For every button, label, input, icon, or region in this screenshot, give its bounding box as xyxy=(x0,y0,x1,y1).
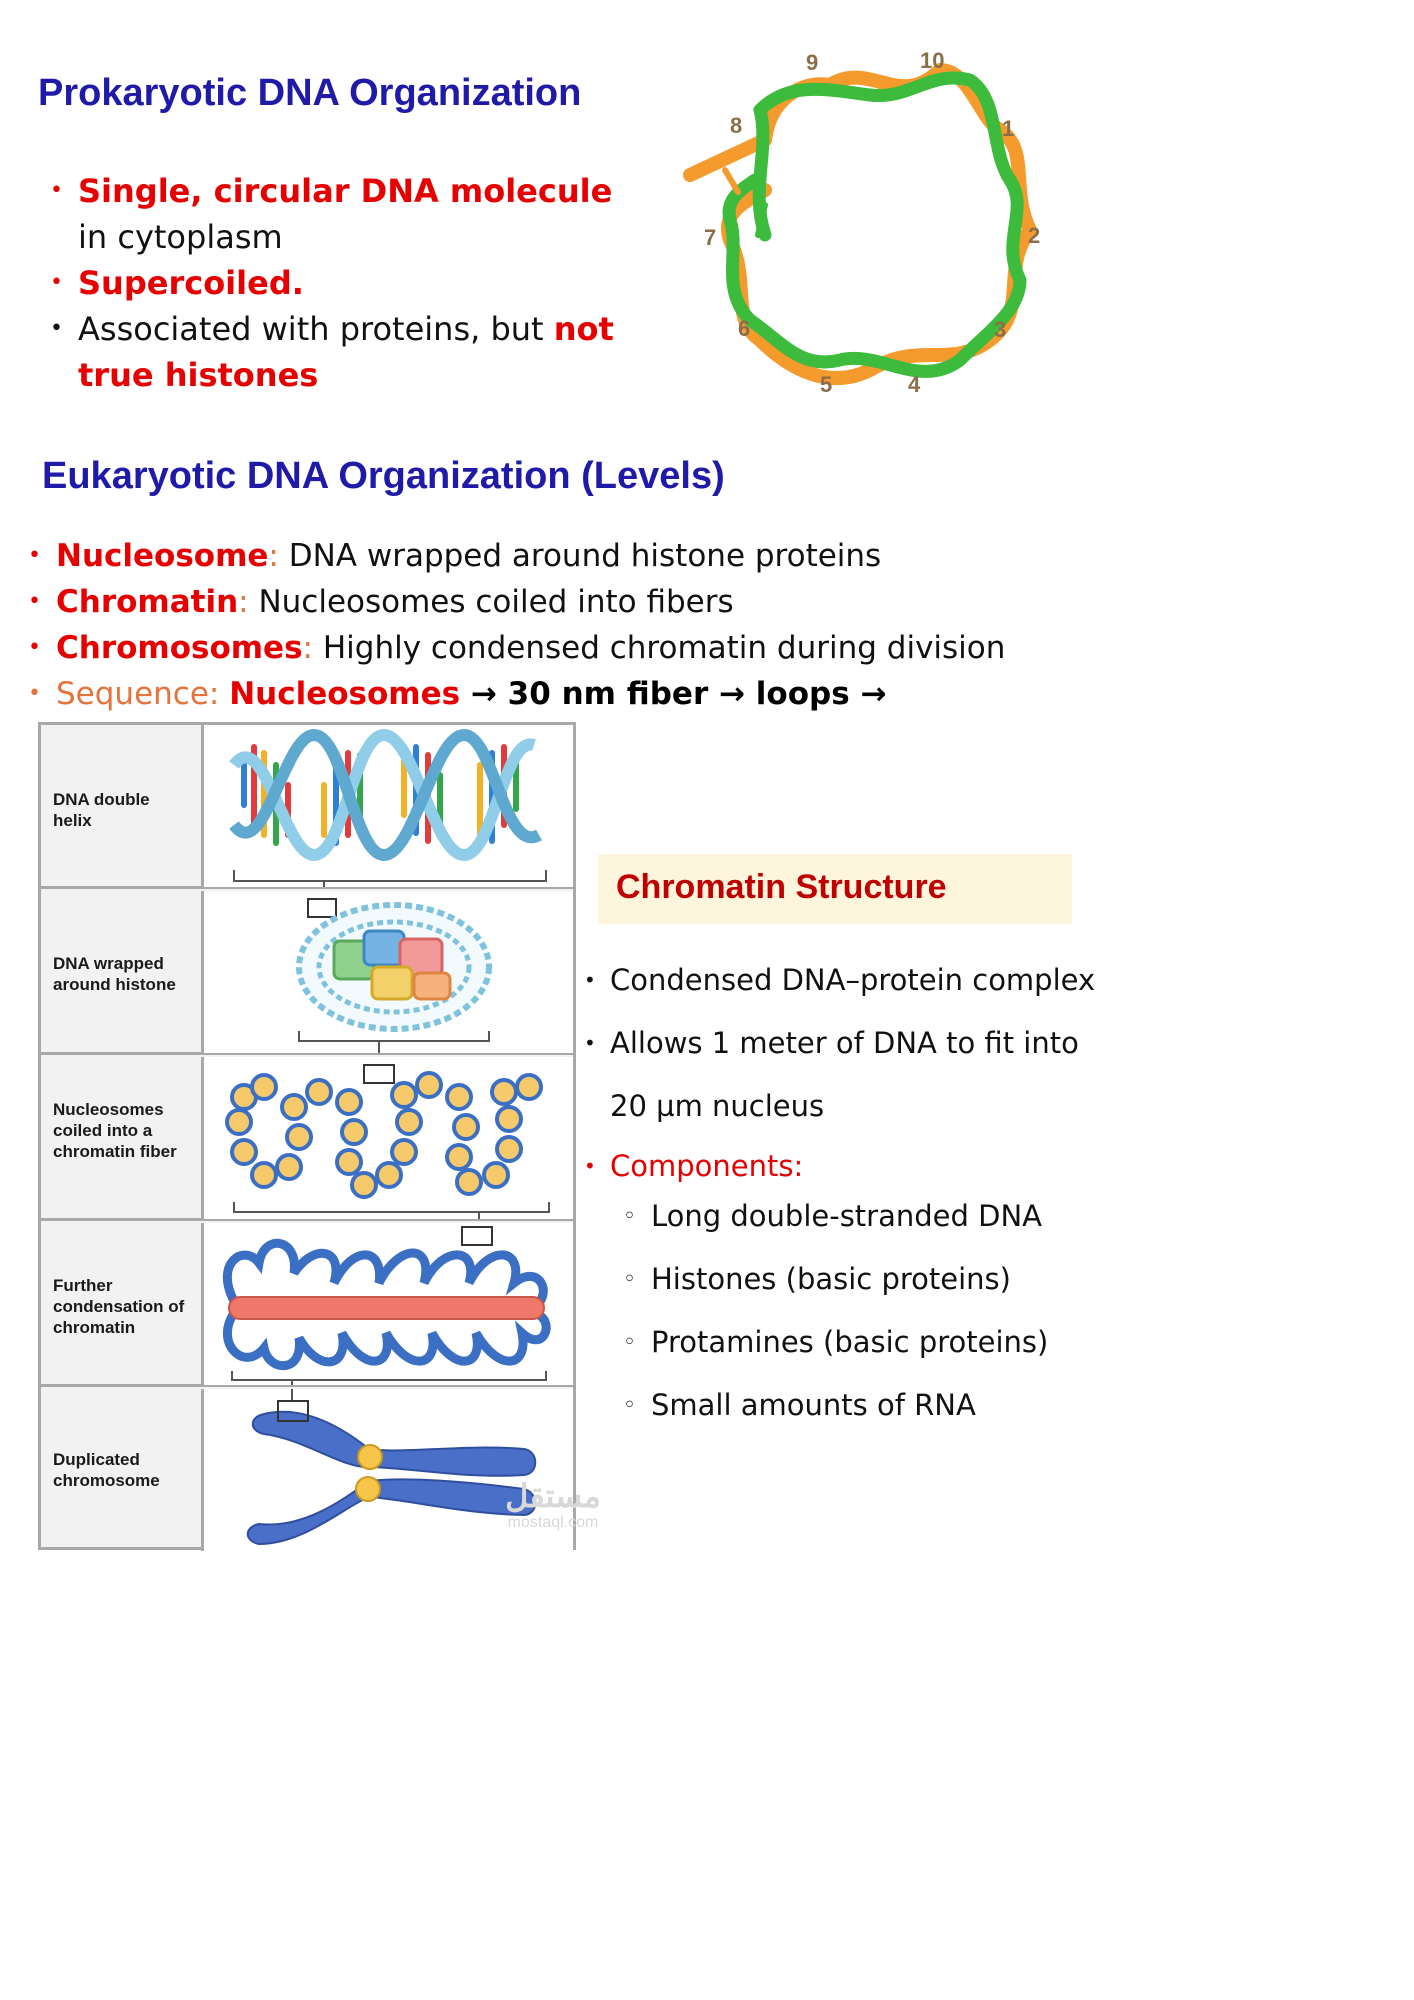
condensed-chromatin-illustration xyxy=(201,1223,573,1385)
list-item-continuation: 20 µm nucleus xyxy=(610,1089,825,1123)
level-label: DNA wrapped around histone xyxy=(53,954,176,994)
coil-number: 5 xyxy=(820,372,832,397)
list-item: Small amounts of RNA xyxy=(623,1374,1101,1437)
chromatin-bullet-list: Condensed DNA–protein complex Allows 1 m… xyxy=(584,955,1105,1181)
list-item: Nucleosome: DNA wrapped around histone p… xyxy=(28,533,1106,579)
chromatin-structure-title: Chromatin Structure xyxy=(616,868,947,906)
level-label: Nucleosomes coiled into a chromatin fibe… xyxy=(53,1100,177,1161)
level-row-chromosome: Duplicated chromosome xyxy=(41,1389,573,1553)
coil-number: 1 xyxy=(1002,116,1014,141)
histone-octamer-graphic xyxy=(296,898,492,1053)
list-item: Condensed DNA–protein complex xyxy=(584,955,1105,1005)
nucleosome-fiber-graphic xyxy=(225,1064,550,1219)
coil-number: 7 xyxy=(704,225,716,250)
coil-number: 3 xyxy=(994,317,1006,342)
green-dna-strand xyxy=(722,71,1027,378)
double-helix-illustration xyxy=(201,725,573,887)
chromatin-fiber-illustration xyxy=(201,1057,573,1219)
duplicated-chromosome-graphic xyxy=(246,1389,537,1546)
eukaryotic-title: Eukaryotic DNA Organization (Levels) xyxy=(42,455,725,497)
prokaryotic-bullet-list: Single, circular DNA molecule in cytopla… xyxy=(50,168,638,398)
chromosome-illustration xyxy=(201,1389,573,1551)
level-label: Duplicated chromosome xyxy=(53,1450,160,1490)
coil-number: 6 xyxy=(738,316,750,341)
coil-number: 4 xyxy=(908,372,921,397)
dna-double-helix-graphic xyxy=(229,728,547,887)
list-item: Chromosomes: Highly condensed chromatin … xyxy=(28,625,1106,671)
list-item: Single, circular DNA molecule in cytopla… xyxy=(50,168,638,260)
orange-strand-end xyxy=(722,167,741,195)
list-item: Associated with proteins, but not true h… xyxy=(50,306,638,398)
components-sublist: Long double-stranded DNA Histones (basic… xyxy=(623,1185,1101,1437)
level-label: Further condensation of chromatin xyxy=(53,1276,185,1337)
green-strand-end xyxy=(755,202,768,238)
level-row-condensation: Further condensation of chromatin xyxy=(41,1223,573,1387)
nucleosome-illustration xyxy=(201,891,573,1053)
list-item: Components: xyxy=(584,1152,1105,1181)
coil-number: 8 xyxy=(730,113,742,138)
list-item: Supercoiled. xyxy=(50,260,638,306)
chromatin-structure-header: Chromatin Structure xyxy=(598,854,1072,924)
watermark-latin: mostaql.com xyxy=(507,1514,599,1531)
watermark: مستقل mostaql.com xyxy=(478,1478,628,1532)
prokaryotic-title: Prokaryotic DNA Organization xyxy=(38,72,582,114)
coil-number: 2 xyxy=(1028,223,1040,248)
level-row-double-helix: DNA double helix xyxy=(41,725,573,889)
level-label: DNA double helix xyxy=(53,790,150,830)
watermark-arabic: مستقل xyxy=(505,1478,601,1514)
list-item: Protamines (basic proteins) xyxy=(623,1311,1101,1374)
list-item: Allows 1 meter of DNA to fit into xyxy=(584,1018,1105,1068)
coil-number: 9 xyxy=(806,50,818,75)
level-row-chromatin-fiber: Nucleosomes coiled into a chromatin fibe… xyxy=(41,1057,573,1221)
circular-dna-diagram: 1 2 3 4 5 6 7 8 9 10 xyxy=(683,48,1040,397)
list-item: Histones (basic proteins) xyxy=(623,1248,1101,1311)
level-row-nucleosome: DNA wrapped around histone xyxy=(41,891,573,1055)
coil-number: 10 xyxy=(920,48,944,73)
list-item: Long double-stranded DNA xyxy=(623,1185,1101,1248)
chromatin-loops-graphic xyxy=(222,1226,551,1385)
list-item: Chromatin: Nucleosomes coiled into fiber… xyxy=(28,579,1106,625)
dna-packaging-levels-figure: DNA double helix xyxy=(38,722,576,1553)
